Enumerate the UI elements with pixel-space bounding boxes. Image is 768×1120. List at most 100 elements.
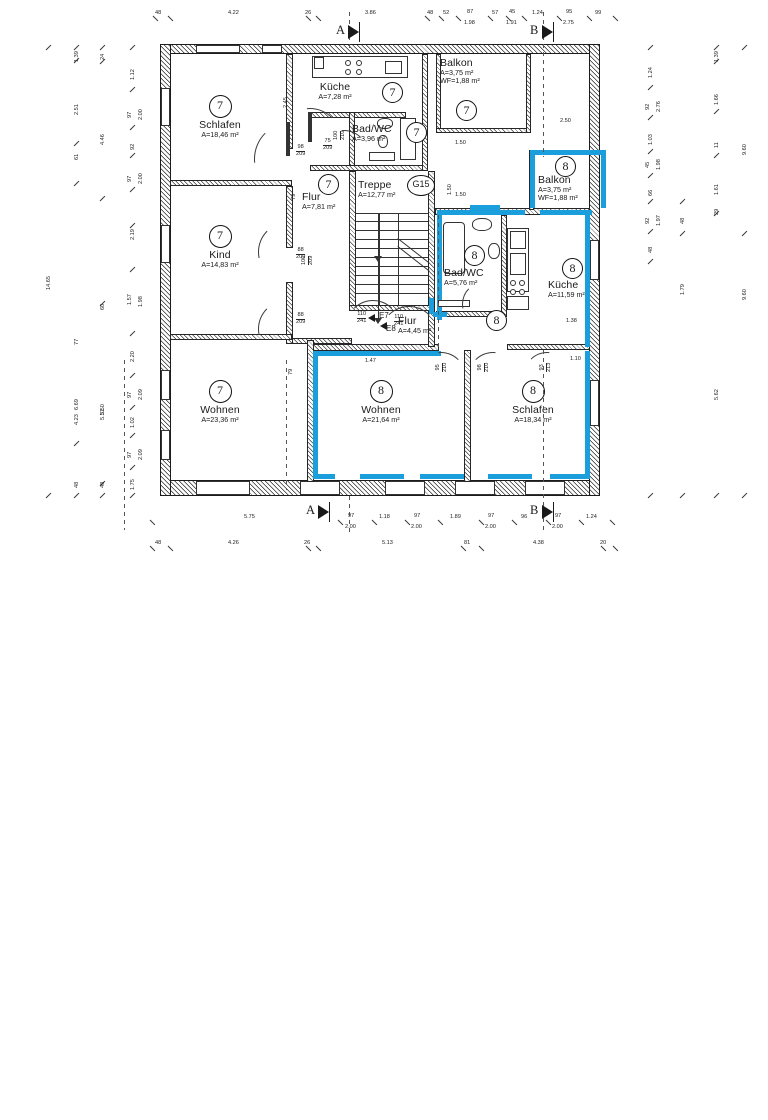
room-name: Flur [398, 315, 417, 327]
dim-misc-79-b: 79 [291, 193, 297, 200]
highlight-sill-1 [360, 474, 404, 479]
dim-bot-200d: 2.00 [552, 524, 563, 530]
dim-tick [99, 44, 106, 51]
room-name: Flur [302, 191, 321, 203]
dim-tick [612, 545, 619, 552]
room-name: Bad/WC [352, 123, 392, 135]
dim-tick [73, 440, 80, 447]
dim-tick [129, 464, 136, 471]
axis-line-7 [438, 215, 439, 350]
dim-top-124: 1.24 [532, 10, 543, 16]
section-marker-b-top-bar [553, 22, 555, 42]
door-arrow-e8 [380, 322, 387, 330]
dim-tick [337, 519, 344, 526]
dim-right-a-197: 1.97 [656, 215, 662, 226]
room-label-bad-wc-7: Bad/WC A=3,96 m² [352, 123, 412, 144]
door-arc-e8-entrance [380, 306, 438, 338]
dim-bot-200a: 2.00 [345, 524, 356, 530]
dim-top-26: 26 [305, 10, 312, 16]
dim-misc-1-50-v: 1.50 [447, 184, 453, 195]
dim-tick [741, 492, 748, 499]
room-name: Kind [209, 249, 231, 261]
dim-right-a-66: 66 [648, 189, 654, 196]
room-area: A=7,28 m² [318, 92, 352, 102]
stair-tread [356, 239, 428, 240]
dim-tick [679, 198, 686, 205]
dim-left-c-112: 1.12 [130, 69, 136, 80]
room-label-kueche-8: Küche A=11,59 m² [548, 279, 624, 300]
room-area: A=18,34 m² [514, 415, 552, 425]
dim-left-a-48: 48 [74, 481, 80, 488]
kitchen7-counter [312, 56, 408, 78]
dim-tick [478, 519, 485, 526]
room-name: Schlafen [512, 404, 554, 416]
dim-bot-189: 1.89 [450, 514, 461, 520]
dim-top-45: 45 [509, 9, 516, 15]
door-arc-e7-entrance [346, 300, 400, 330]
dim-tick [578, 519, 585, 526]
dim-tick [647, 198, 654, 205]
dim-left-b-24: 24 [100, 53, 106, 60]
dim-right-a-45: 45 [645, 161, 651, 168]
room-area: A=11,59 m² [548, 290, 585, 300]
dim-right-c-29: 29 [714, 208, 720, 215]
highlight-balkon8-left [530, 150, 535, 208]
dim-tick [99, 195, 106, 202]
dim-tick [438, 15, 445, 22]
kitchen8-burner-3 [510, 289, 516, 295]
dim-left-d-209b: 2.09 [138, 449, 144, 460]
bath8-washbasin [472, 218, 492, 231]
dim-left-b-48: 48 [100, 481, 106, 488]
section-marker-a-bottom-arrow [318, 505, 329, 519]
door-arrow-e7 [368, 314, 375, 322]
dim-tick [73, 492, 80, 499]
axis-line-2 [543, 12, 544, 157]
dim-tick [556, 15, 563, 22]
dim-right-b-48: 48 [680, 217, 686, 224]
apartment-badge-8: 8 [486, 310, 507, 331]
kitchen7-burner-2 [356, 60, 362, 66]
section-marker-a-bottom-label: A [306, 503, 316, 517]
dim-right-total-960b: 9.60 [742, 289, 748, 300]
balkon7-parapet-bottom [436, 128, 531, 133]
dim-right-c-139: 1.39 [714, 51, 720, 62]
dim-right-c-161: 1.61 [714, 184, 720, 195]
dim-tick [129, 222, 136, 229]
dim-tick [129, 492, 136, 499]
dim-left-d-209a: 2.09 [138, 389, 144, 400]
dim-misc-1-10: 1.10 [570, 356, 581, 362]
dim-top-95: 95 [566, 9, 573, 15]
partition-wohnen8-schlafen8 [464, 350, 471, 482]
section-marker-a-bottom-bar [329, 502, 331, 522]
room-area: A=3,96 m² [352, 134, 386, 144]
dim-left-b-60: 60 [100, 303, 106, 310]
dim-tick [73, 140, 80, 147]
room-area: A=5,76 m² [444, 278, 478, 288]
dim-tick [478, 545, 485, 552]
kitchen7-burner-1 [345, 60, 351, 66]
dim-tick [129, 330, 136, 337]
highlight-apt8-north-b [540, 210, 592, 215]
dim-tick [741, 230, 748, 237]
balkon7-parapet-right [526, 54, 531, 133]
room-name: Balkon [538, 174, 571, 186]
dim-tick [647, 114, 654, 121]
dim-right-a-124: 1.24 [648, 67, 654, 78]
dim-top-191: 1.91 [506, 20, 517, 26]
dim-misc-1-50-b: 1.50 [455, 192, 466, 198]
dim-left-d-220: 2.20 [130, 351, 136, 362]
dim-chain-left-a [0, 456, 1, 906]
dim-tick [424, 15, 431, 22]
partition-kueche8-bottom [507, 344, 590, 350]
apartment-badge-7: 7 [208, 225, 232, 248]
room-label-wohnen-7: 7 Wohnen A=23,36 m² [160, 380, 280, 424]
apartment-badge-8: 8 [369, 380, 393, 403]
bath7-cabinet [369, 152, 395, 161]
dim-tick [129, 152, 136, 159]
highlight-wohnen8-west [313, 351, 318, 479]
room-area: A=3,75 m² [440, 68, 474, 78]
